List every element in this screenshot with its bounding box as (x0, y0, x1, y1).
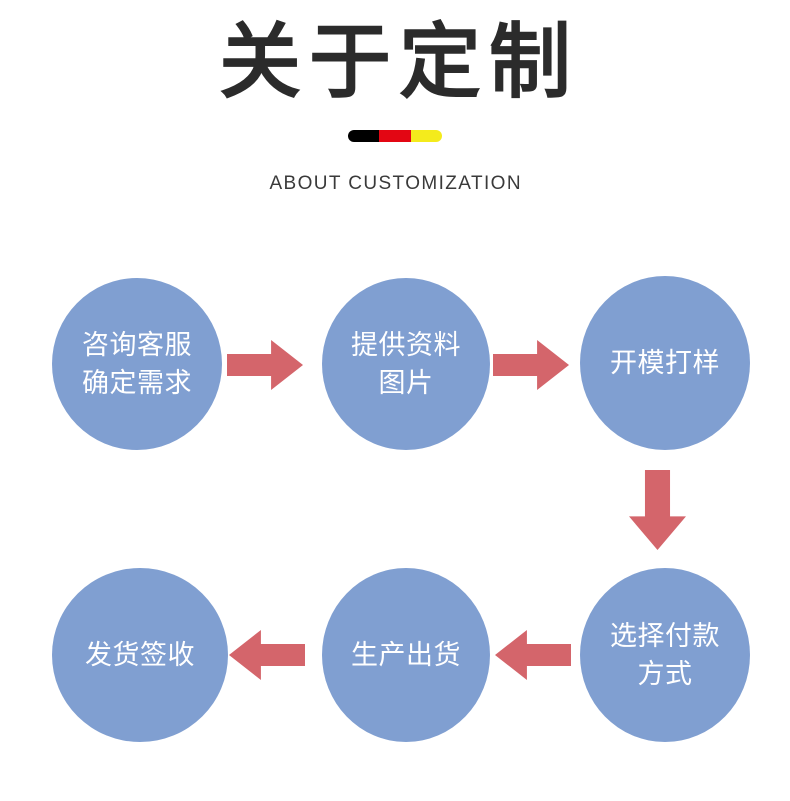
flow-step-label: 咨询客服 确定需求 (82, 330, 192, 398)
flow-step-label: 开模打样 (610, 348, 720, 378)
flow-step-label: 生产出货 (351, 640, 461, 670)
divider-segment-red (379, 130, 411, 142)
flow-step-label: 选择付款 方式 (610, 621, 720, 689)
arrow-left-icon (495, 630, 571, 680)
flow-step-production-shipment: 生产出货 (322, 568, 490, 742)
flow-step-label: 发货签收 (85, 640, 195, 670)
page-subtitle: ABOUT CUSTOMIZATION (269, 173, 522, 194)
divider-segment-yellow (410, 130, 442, 142)
tricolor-divider-bar (348, 130, 442, 142)
flow-step-mold-sampling: 开模打样 (580, 276, 750, 450)
flow-step-provide-materials: 提供资料 图片 (322, 278, 490, 450)
header-block: 关于定制 ABOUT CUSTOMIZATION (0, 0, 790, 215)
flow-step-choose-payment-method: 选择付款 方式 (580, 568, 750, 742)
arrow-down-icon (629, 470, 686, 550)
arrow-right-icon (227, 340, 303, 390)
arrow-left-icon (229, 630, 305, 680)
page-title: 关于定制 (218, 17, 579, 108)
flow-step-consult-customer-service: 咨询客服 确定需求 (52, 278, 222, 450)
flow-step-label: 提供资料 图片 (351, 330, 461, 398)
flow-step-delivery-receipt: 发货签收 (52, 568, 228, 742)
arrow-right-icon (493, 340, 569, 390)
divider-segment-black (348, 130, 380, 142)
